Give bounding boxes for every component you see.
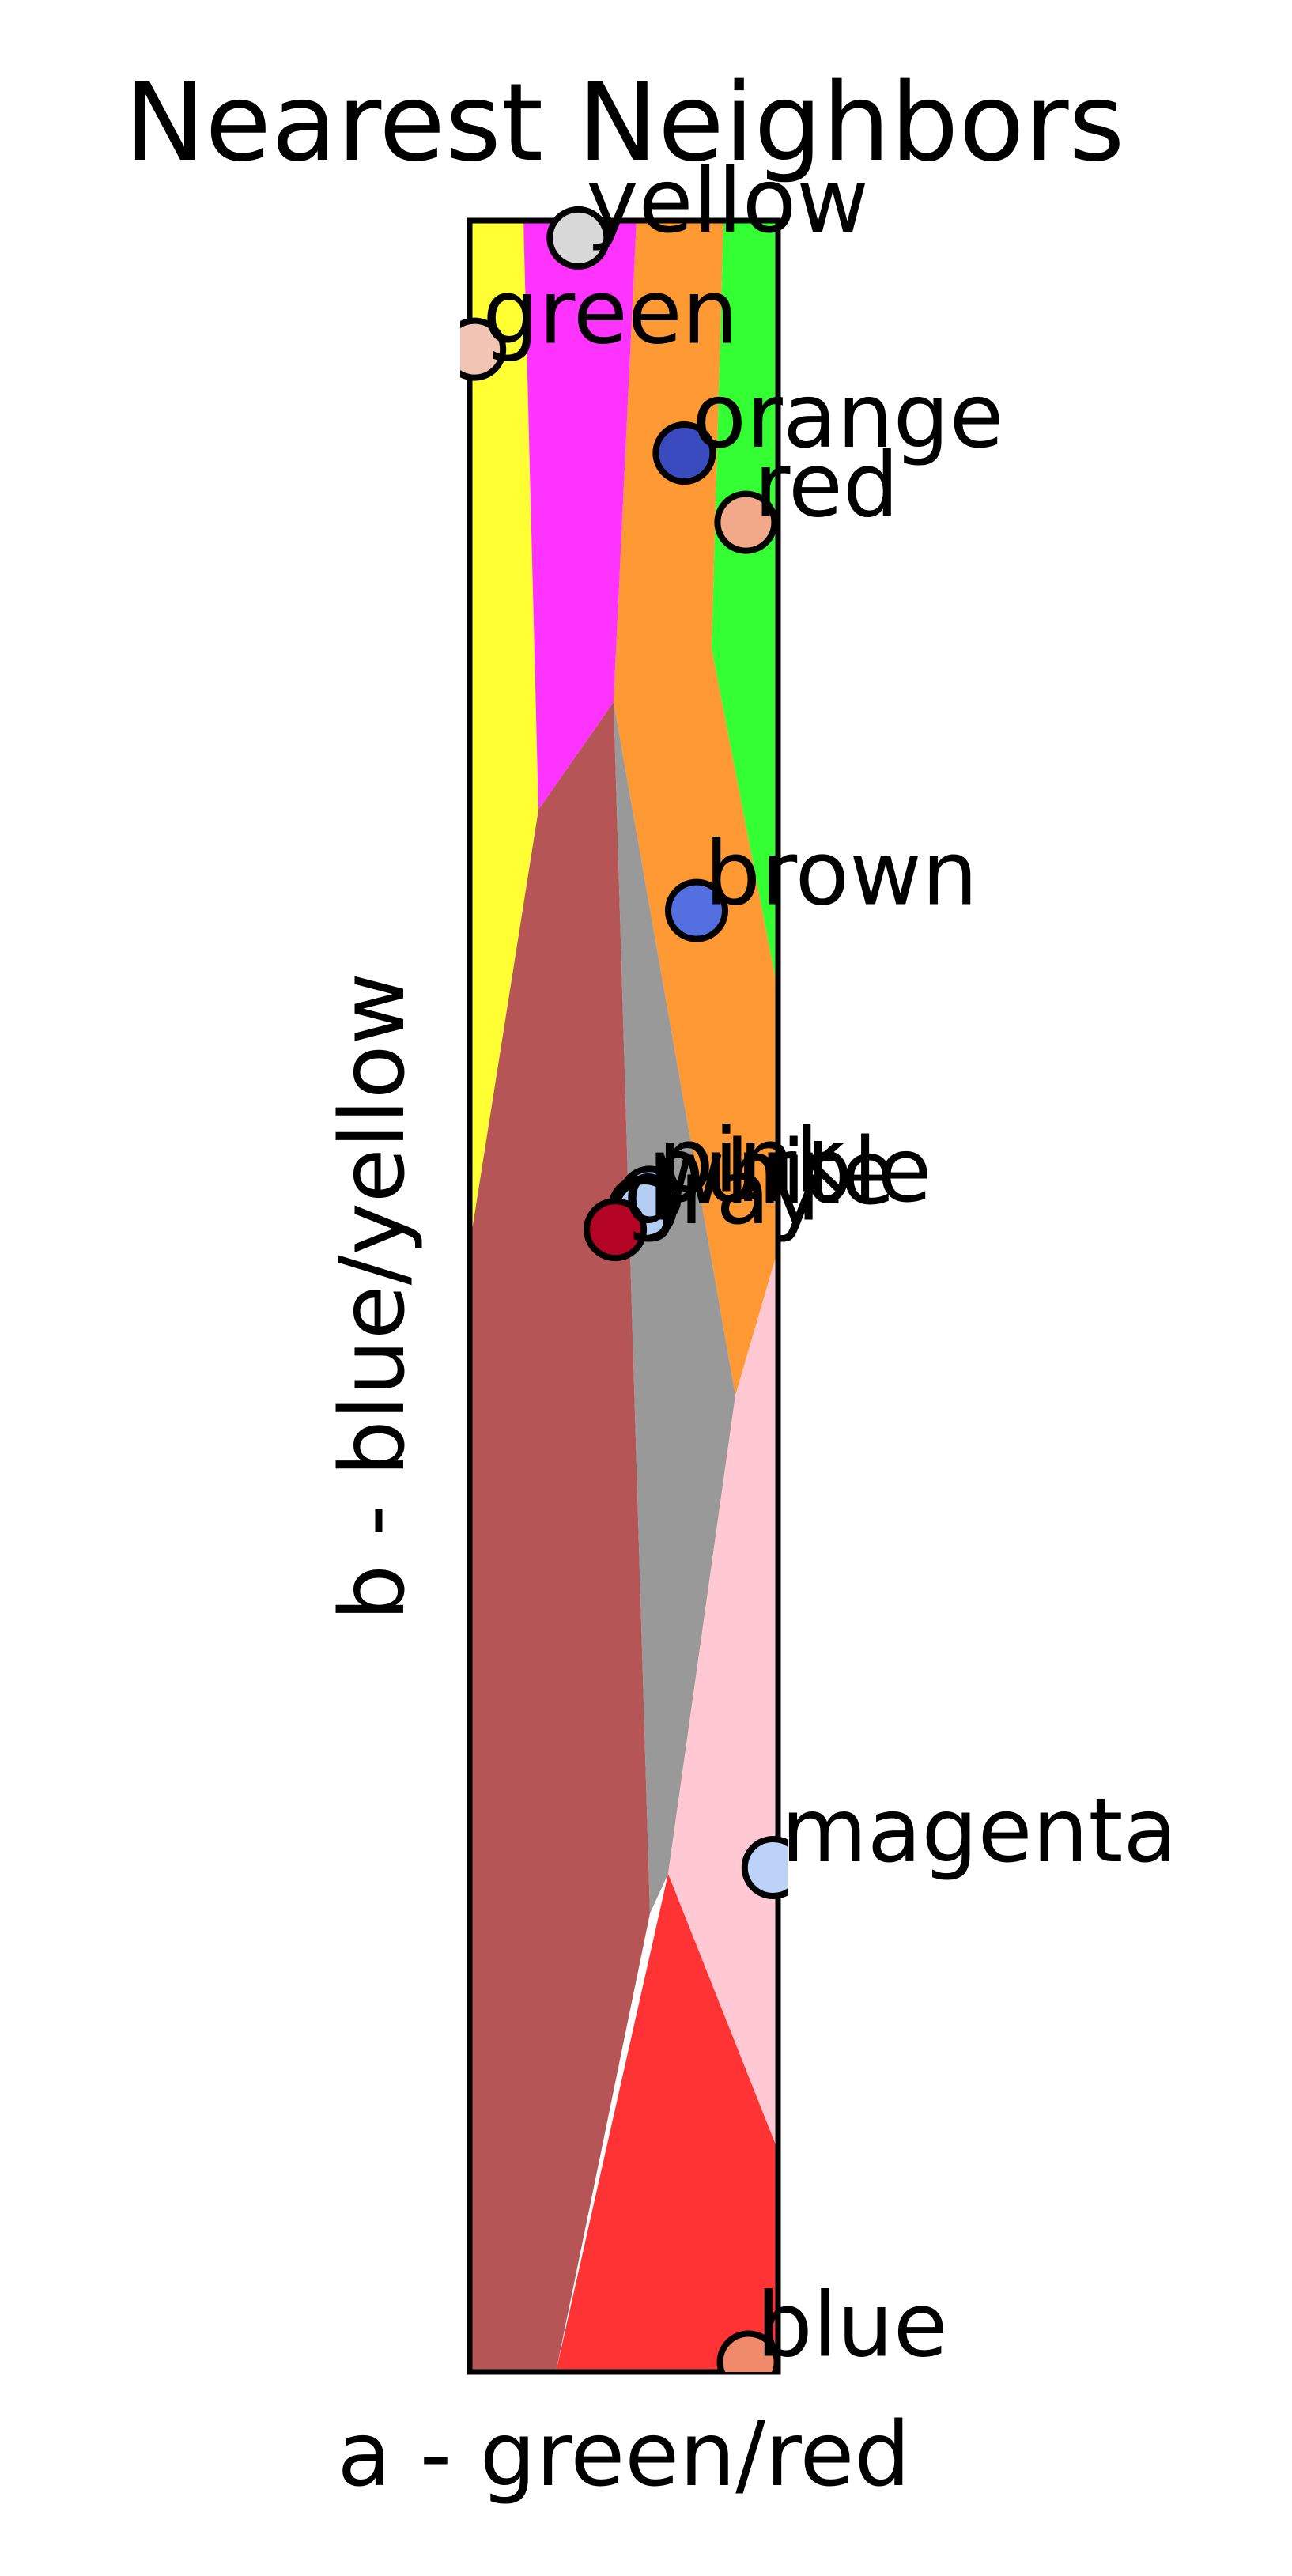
point-label-yellow: yellow <box>586 150 869 253</box>
chart-title: Nearest Neighbors <box>125 61 1125 186</box>
x-axis-label: a - green/red <box>337 2404 910 2506</box>
region-magenta <box>523 221 637 810</box>
point-label-gray: gray <box>623 1142 822 1245</box>
data-points <box>460 206 788 2372</box>
point-red <box>714 490 778 554</box>
region-gray <box>614 702 735 1913</box>
point-label-brown: brown <box>705 823 978 926</box>
region-orange <box>614 221 778 1396</box>
point-green <box>460 317 507 381</box>
point-label-pink: pink <box>658 1109 846 1212</box>
point-label-magenta: magenta <box>781 1780 1177 1883</box>
region-red <box>556 1874 778 2372</box>
point-label-orange: orange <box>692 365 1003 468</box>
point-yellow <box>546 206 610 270</box>
point-orange <box>652 421 716 485</box>
point-brown <box>665 878 728 942</box>
point-magenta <box>741 1836 788 1899</box>
point-label-white: white <box>653 1122 896 1225</box>
plot-frame <box>467 217 781 2375</box>
region-yellow <box>470 221 538 1245</box>
y-axis-label: b - blue/yellow <box>322 973 425 1621</box>
point-label-green: green <box>482 262 738 364</box>
point-label-red: red <box>754 435 899 538</box>
region-green <box>712 221 778 992</box>
region-brown <box>470 702 650 2372</box>
point-gray <box>584 1198 648 1262</box>
point-label-blue: blue <box>757 2275 948 2378</box>
region-pink <box>668 1249 778 2151</box>
point-label-purple: purple <box>648 1120 931 1222</box>
decision-regions <box>470 221 778 2372</box>
point-blue <box>716 2330 780 2372</box>
